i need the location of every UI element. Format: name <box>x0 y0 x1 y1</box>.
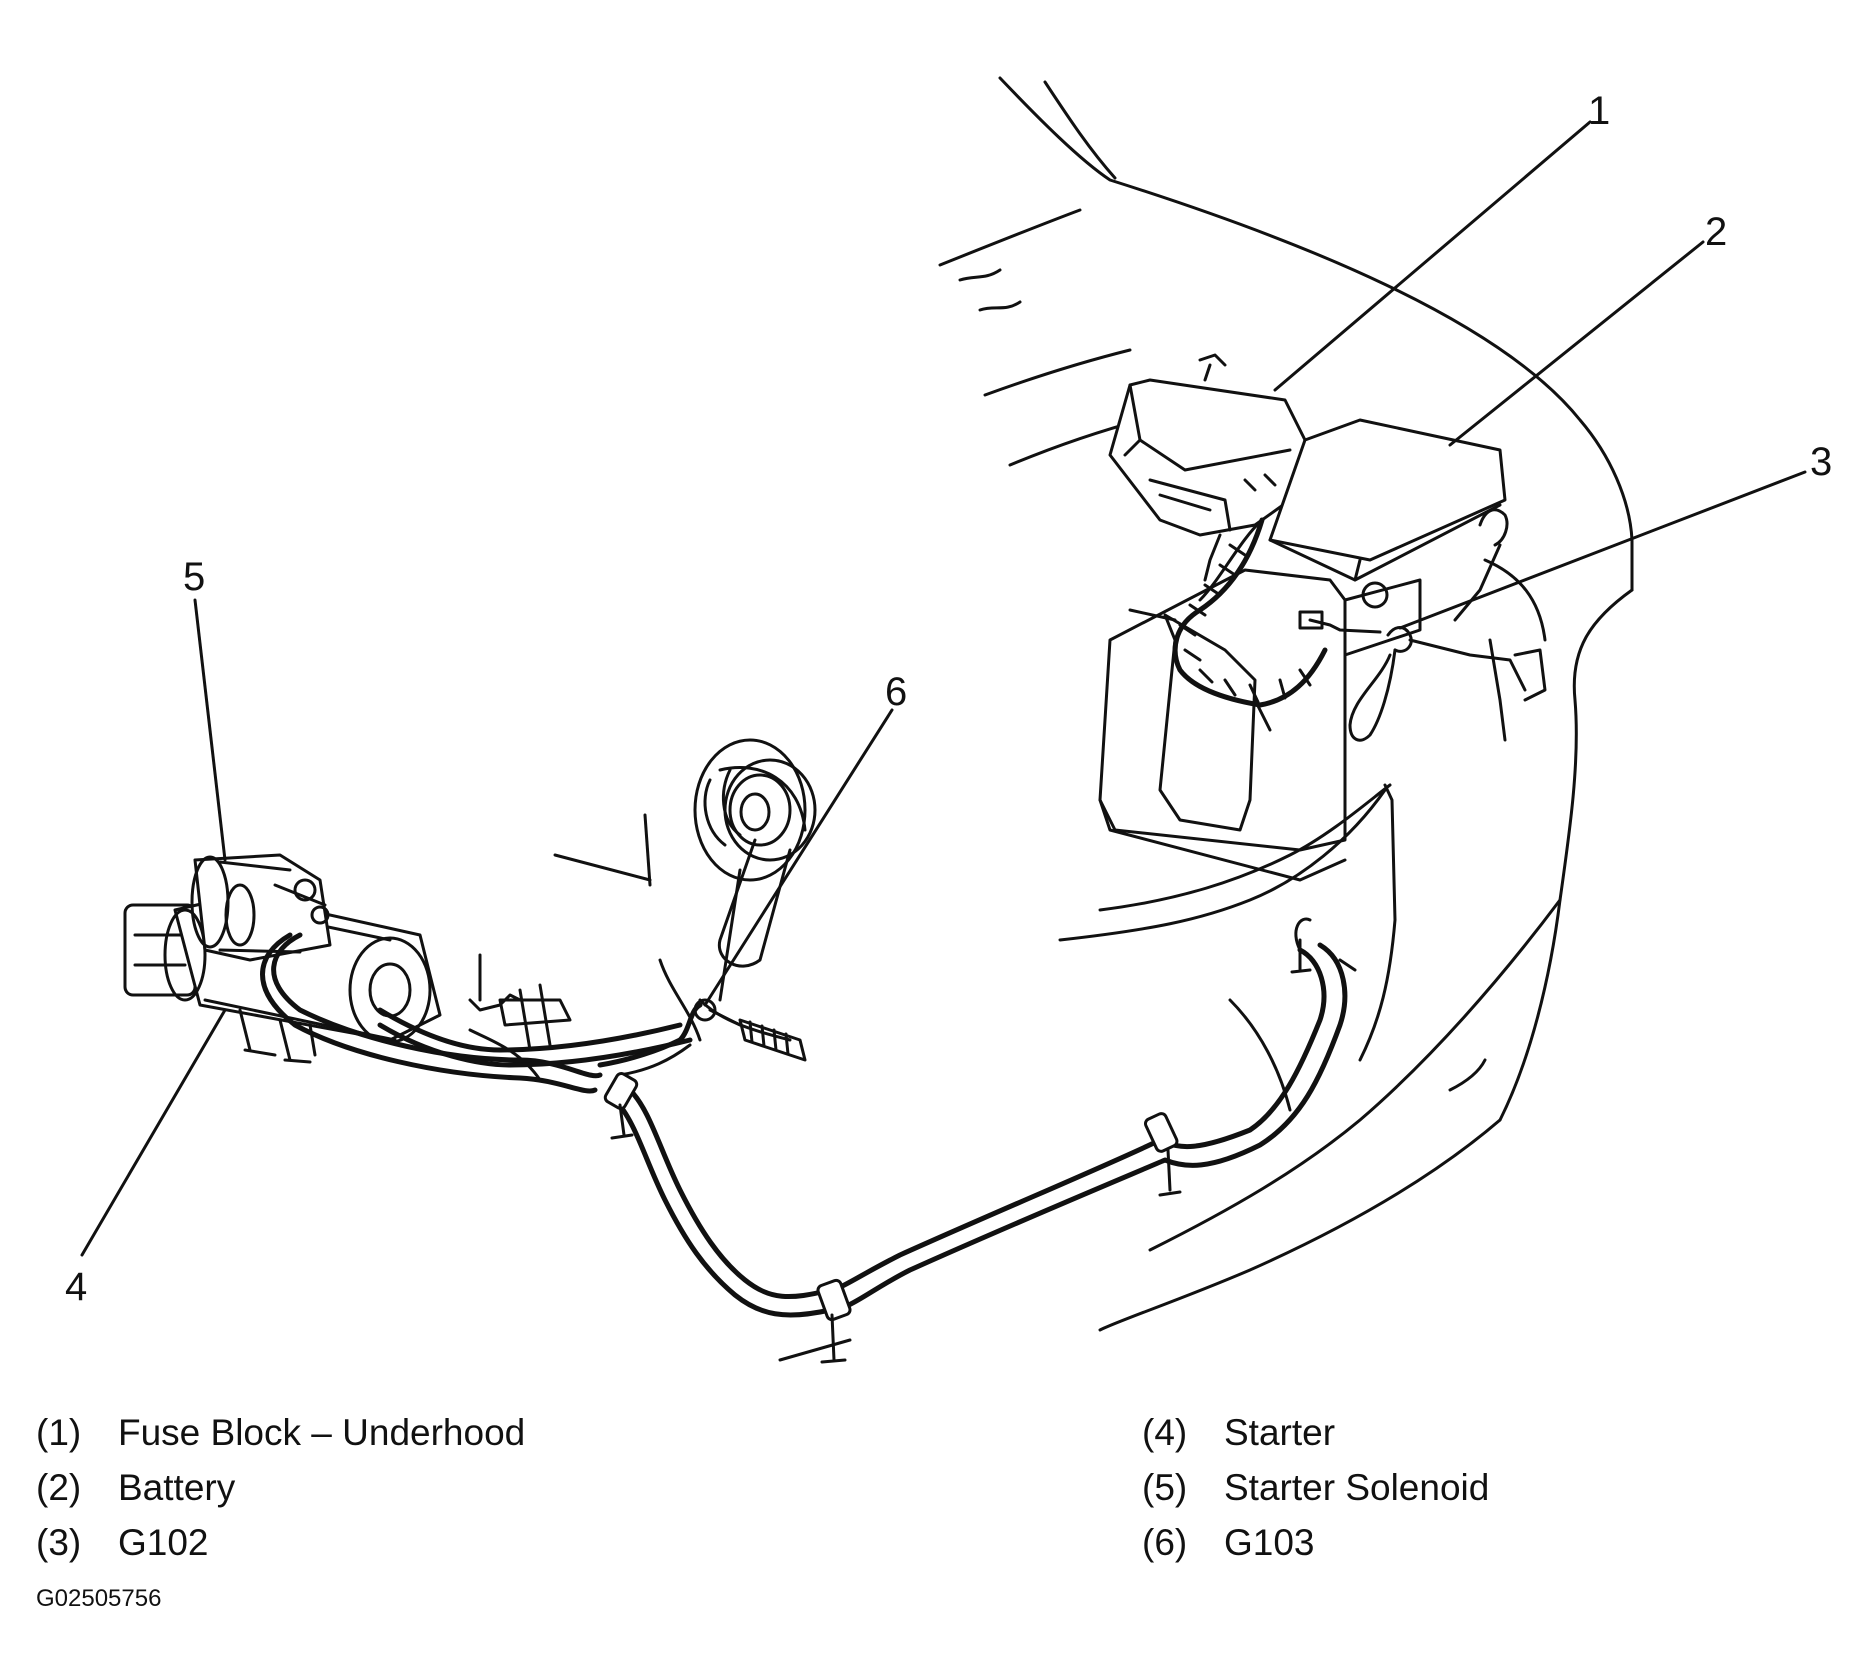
g102-ground <box>1298 610 1547 742</box>
body-outline <box>938 76 1634 1332</box>
harness <box>1128 517 1328 732</box>
leader-1 <box>1273 120 1592 392</box>
idler-pulley <box>717 758 817 968</box>
g103-ground <box>597 998 807 1077</box>
callout-3: 3 <box>1810 440 1832 484</box>
legend-number: (5) <box>1142 1467 1188 1508</box>
callout-4: 4 <box>65 1265 87 1309</box>
callout-1: 1 <box>1588 89 1610 133</box>
legend-item-2: (2) Battery <box>36 1460 525 1515</box>
callout-6: 6 <box>885 670 907 714</box>
legend-right: (4) Starter (5) Starter Solenoid (6) G103 <box>1142 1405 1489 1570</box>
legend-number: (4) <box>1142 1412 1188 1453</box>
legend-number: (1) <box>36 1412 82 1453</box>
legend-left: (1) Fuse Block – Underhood (2) Battery (3)… <box>36 1405 525 1570</box>
leader-6 <box>703 708 894 1007</box>
legend-label: Starter <box>1224 1412 1336 1453</box>
battery-cable <box>603 917 1348 1364</box>
leader-3 <box>1398 470 1807 630</box>
legend-item-6: (6) G103 <box>1142 1515 1489 1570</box>
legend-number: (6) <box>1142 1522 1188 1563</box>
leader-lines <box>80 120 1807 1257</box>
starter-cable <box>260 932 693 1094</box>
leader-2 <box>1448 240 1705 447</box>
callout-5: 5 <box>183 555 205 599</box>
legend-number: (2) <box>36 1467 82 1508</box>
leader-5 <box>193 598 227 862</box>
legend-label: G103 <box>1224 1522 1315 1563</box>
callout-2: 2 <box>1705 210 1727 254</box>
starter-solenoid <box>190 853 332 962</box>
legend-item-4: (4) Starter <box>1142 1405 1489 1460</box>
legend-item-5: (5) Starter Solenoid <box>1142 1460 1489 1515</box>
wiring-diagram: 1 2 3 4 5 6 <box>65 76 1832 1364</box>
legend-label: Fuse Block – Underhood <box>118 1412 526 1453</box>
leader-4 <box>80 1008 227 1257</box>
fuse-block <box>1108 353 1307 582</box>
figure-id: G02505756 <box>36 1585 162 1612</box>
legend-label: Battery <box>118 1467 236 1508</box>
legend-item-1: (1) Fuse Block – Underhood <box>36 1405 525 1460</box>
legend-label: Starter Solenoid <box>1224 1467 1490 1508</box>
legend-label: G102 <box>118 1522 209 1563</box>
engine <box>468 738 807 1082</box>
legend-item-3: (3) G102 <box>36 1515 525 1570</box>
legend-number: (3) <box>36 1522 82 1563</box>
inner-fender <box>1058 783 1487 1112</box>
battery <box>1098 418 1509 882</box>
